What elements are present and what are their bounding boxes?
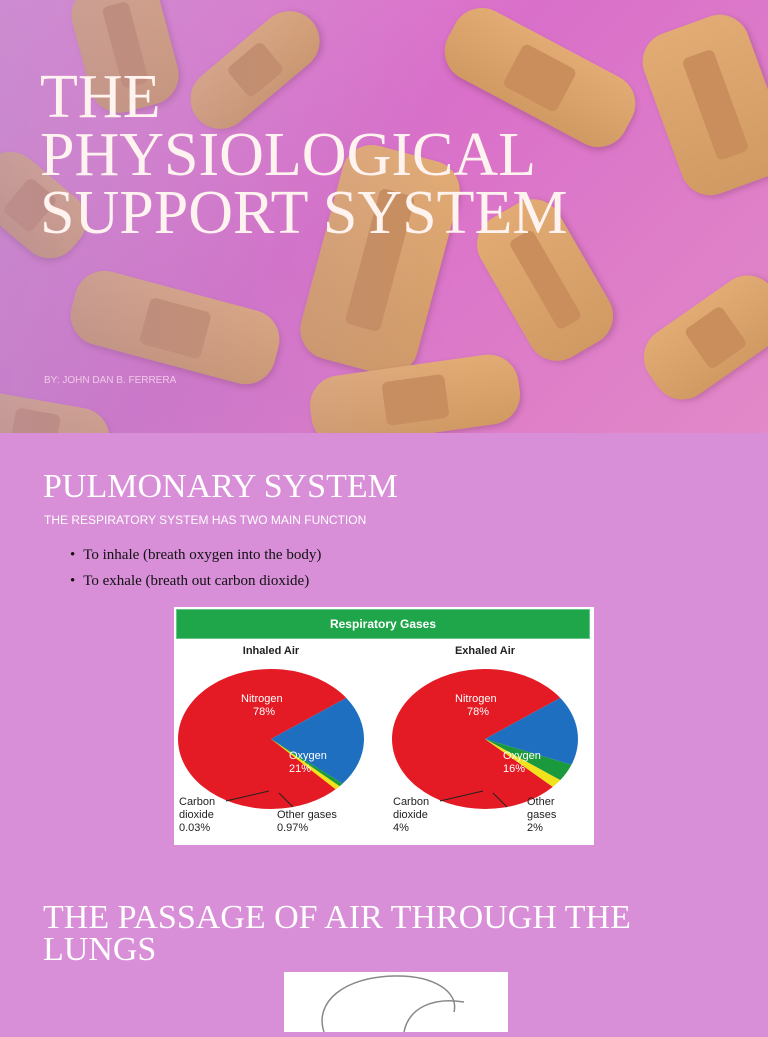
heading-line: THE PASSAGE OF AIR THROUGH THE — [43, 899, 631, 936]
slice-label: gases — [527, 809, 557, 821]
bullet-icon: • — [70, 573, 76, 589]
leader-line — [439, 790, 484, 802]
slice-value: 78% — [253, 706, 275, 718]
list-item: • To inhale (breath oxygen into the body) — [70, 542, 321, 568]
pie-slice-carbon-dioxide — [485, 739, 572, 781]
title-slide: THE PHYSIOLOGICAL SUPPORT SYSTEM BY: JOH… — [0, 0, 768, 433]
slice-value: 21% — [289, 763, 311, 775]
author-line: BY: JOHN DAN B. FERRERA — [44, 375, 177, 386]
leader-line — [278, 792, 294, 808]
pie-chart-label: Exhaled Air — [455, 645, 516, 657]
title-line: PHYSIOLOGICAL — [40, 121, 536, 189]
slice-label: Oxygen — [289, 750, 327, 762]
bullet-icon: • — [70, 547, 76, 563]
slice-label: Nitrogen — [241, 693, 283, 705]
slice-label: Carbon — [179, 796, 215, 808]
title-line: THE — [40, 63, 161, 131]
list-item-text: To exhale (breath out carbon dioxide) — [83, 573, 310, 589]
pie-slice-nitrogen — [391, 669, 561, 809]
slice-value: 0.03% — [179, 822, 210, 834]
chart-title: Respiratory Gases — [176, 609, 590, 639]
list-item: • To exhale (breath out carbon dioxide) — [70, 568, 321, 594]
slice-label: Other — [527, 796, 555, 808]
slice-value: 2% — [527, 822, 543, 834]
slice-value: 78% — [467, 706, 489, 718]
slice-value: 0.97% — [277, 822, 308, 834]
pie-chart-label: Inhaled Air — [243, 645, 300, 657]
leader-line — [492, 792, 508, 808]
lungs-heading: THE PASSAGE OF AIR THROUGH THE LUNGS — [43, 899, 631, 968]
heading-line: LUNGS — [43, 931, 157, 968]
pulmonary-subtitle: THE RESPIRATORY SYSTEM HAS TWO MAIN FUNC… — [44, 513, 367, 527]
slice-label: Other gases — [277, 809, 337, 821]
function-list: • To inhale (breath oxygen into the body)… — [70, 542, 321, 594]
slice-label: Nitrogen — [455, 693, 497, 705]
presentation-title: THE PHYSIOLOGICAL SUPPORT SYSTEM — [40, 66, 740, 244]
pie-charts: Inhaled AirNitrogen78%Oxygen21%Carbondio… — [178, 645, 578, 834]
slice-value: 16% — [503, 763, 525, 775]
title-line: SUPPORT SYSTEM — [40, 179, 568, 247]
leader-line — [225, 790, 270, 802]
list-item-text: To inhale (breath oxygen into the body) — [83, 547, 322, 563]
slice-label: Oxygen — [503, 750, 541, 762]
slice-label: dioxide — [179, 809, 214, 821]
pie-slice-other-gases — [271, 739, 340, 790]
pie-slice-oxygen — [271, 697, 364, 784]
slice-label: Carbon — [393, 796, 429, 808]
slice-label: dioxide — [393, 809, 428, 821]
pie-slice-oxygen — [485, 697, 578, 765]
airway-illustration — [321, 975, 465, 1033]
background-shade — [0, 0, 768, 433]
pie-slice-other-gases — [485, 739, 561, 787]
slice-value: 4% — [393, 822, 409, 834]
pie-slice-nitrogen — [178, 669, 347, 809]
airway-diagram — [284, 972, 508, 1033]
pie-slice-carbon-dioxide — [271, 739, 343, 787]
pulmonary-heading: PULMONARY SYSTEM — [43, 468, 398, 505]
